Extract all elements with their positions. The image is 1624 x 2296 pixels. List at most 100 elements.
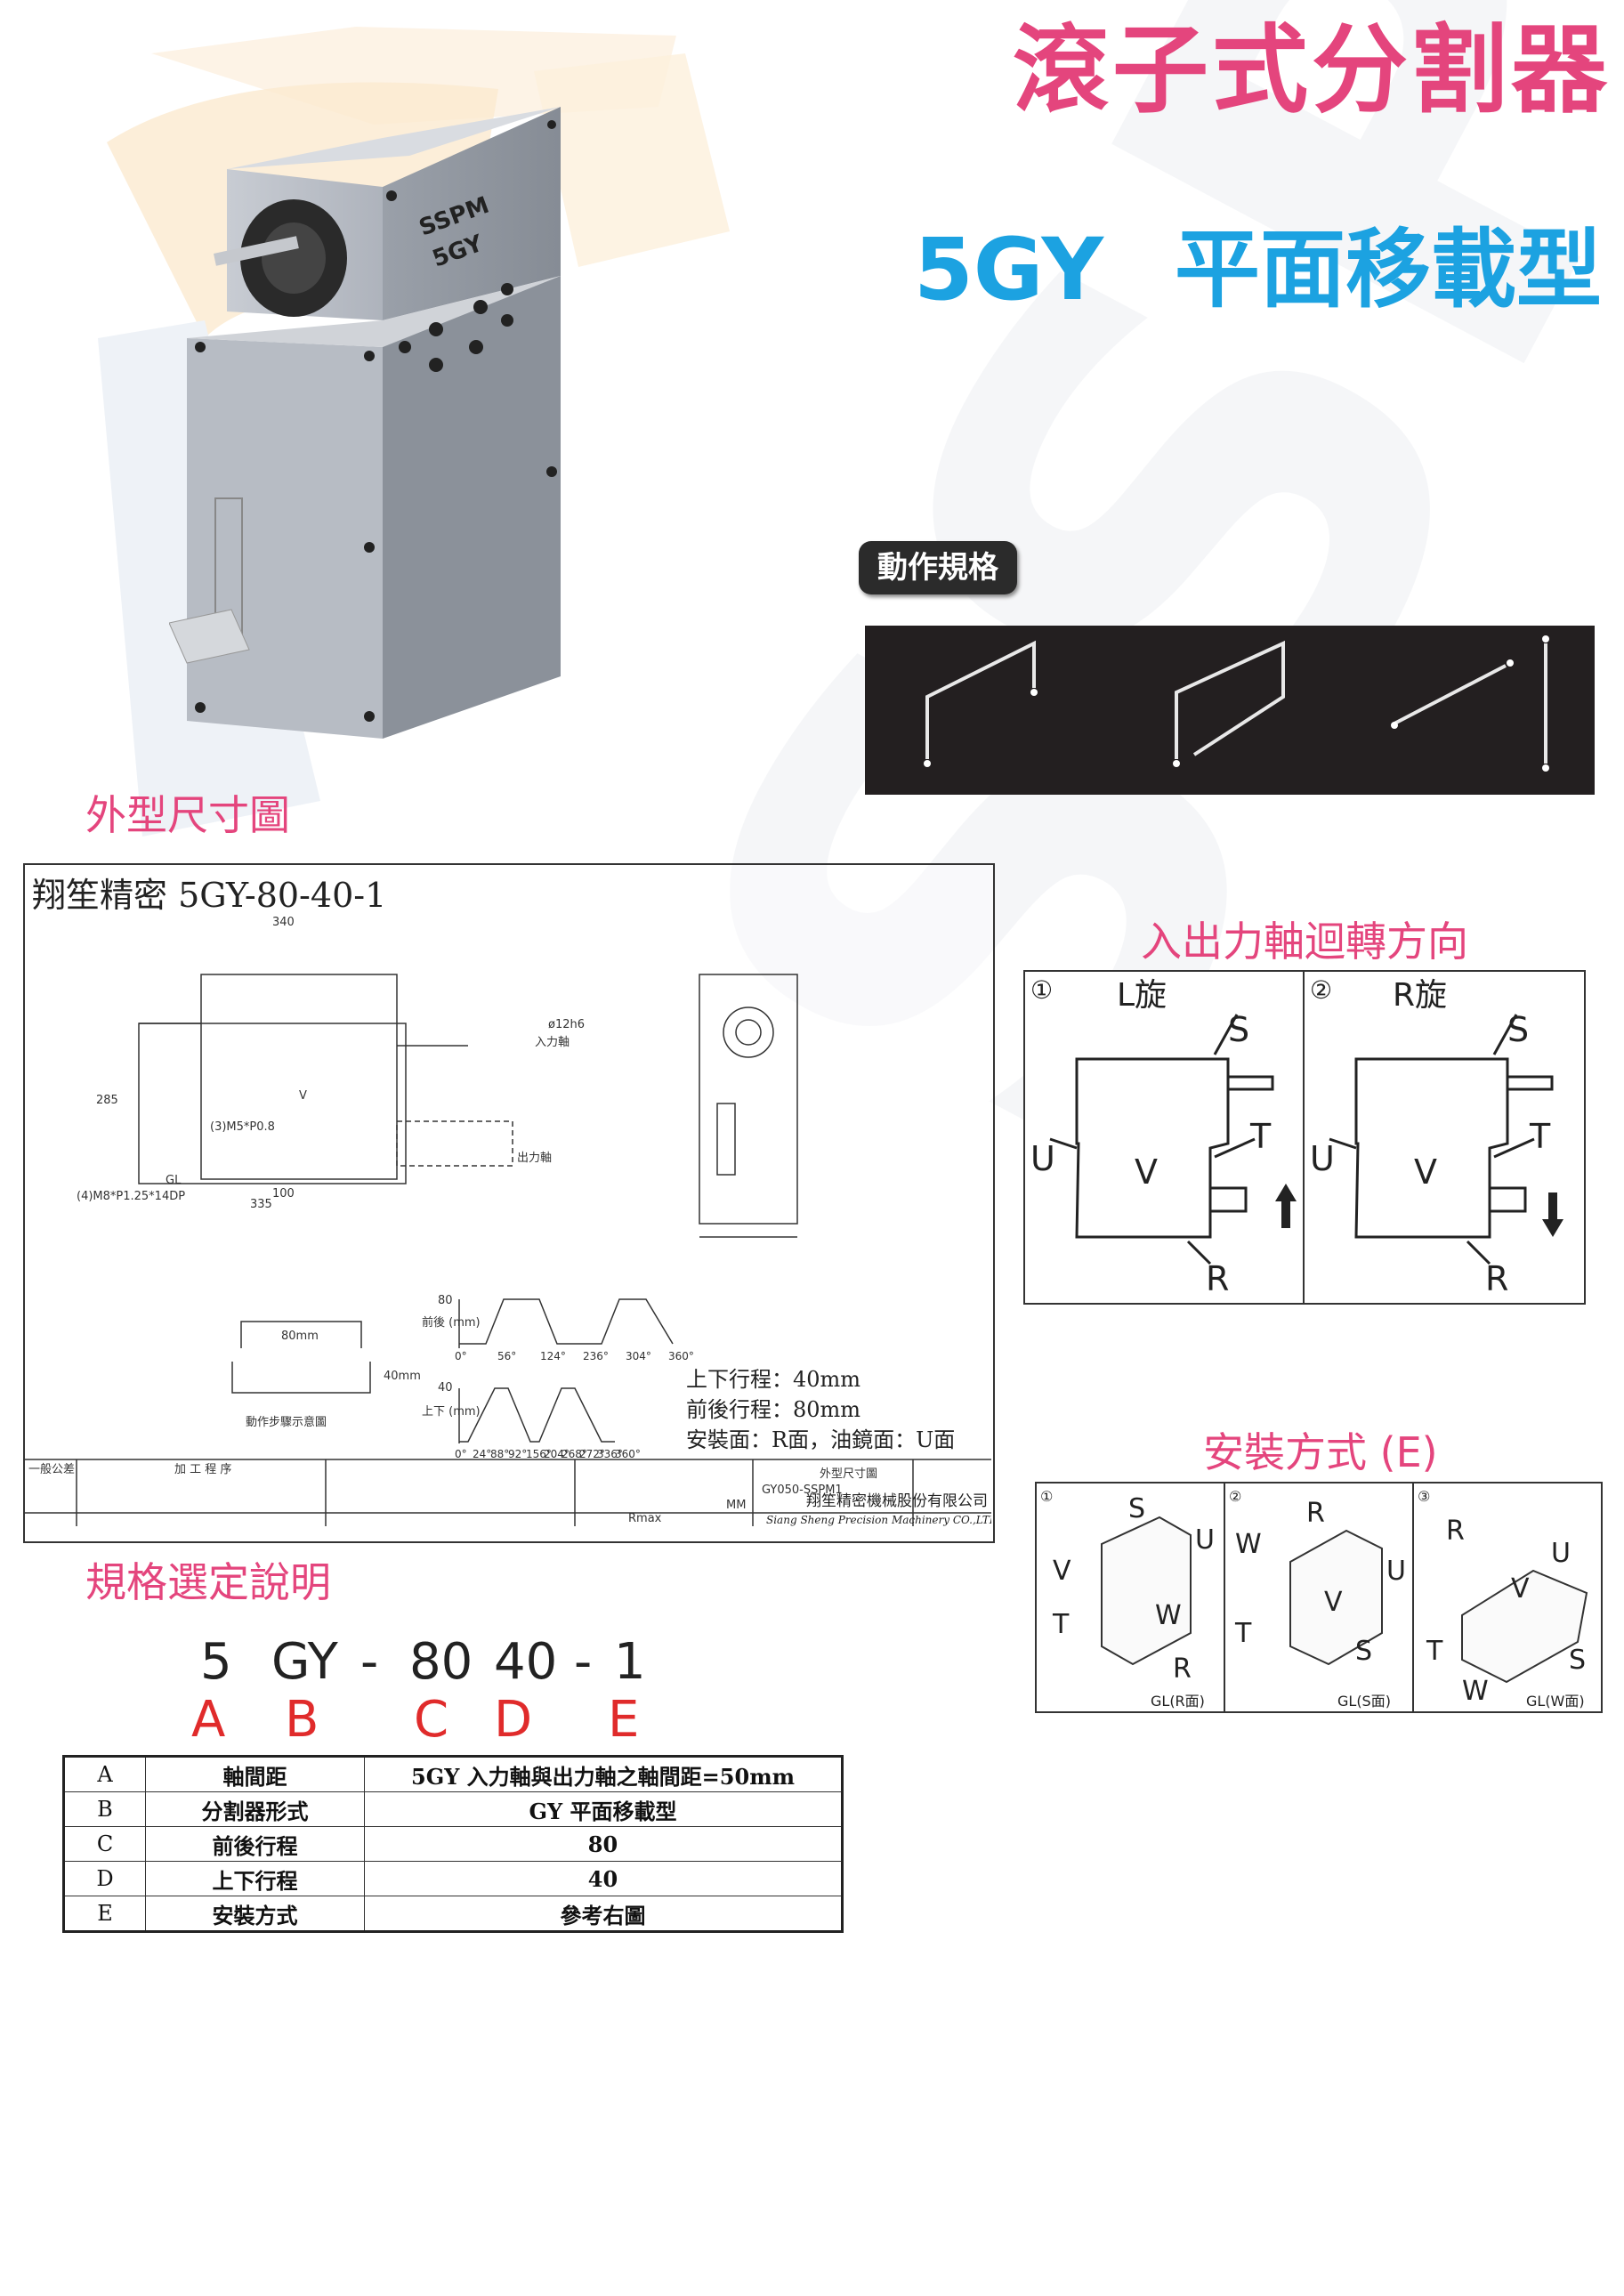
code-letter-c: C — [414, 1691, 449, 1749]
gl-label: GL — [166, 1174, 182, 1187]
face-s-right: S — [1507, 1010, 1529, 1049]
m1-face-r: R — [1173, 1653, 1192, 1685]
diagram-caption: 動作步驟示意圖 — [246, 1415, 327, 1429]
spec-cell-value: GY 平面移載型 — [364, 1791, 844, 1827]
rotation-diagrams: ① L旋 ② R旋 S T U V R S T U V R — [1030, 975, 1563, 1298]
shaft-diameter: ø12h6 — [548, 1018, 585, 1031]
type-name: 平面移載型 — [1175, 220, 1602, 319]
m2-face-t: T — [1234, 1618, 1252, 1649]
mounting-note: 安裝面：R面，油鏡面：U面 — [686, 1427, 955, 1452]
spec-cell-value: 5GY 入力軸與出力軸之軸間距=50mm — [364, 1755, 844, 1792]
ud-axis-label: 上下 (mm) — [422, 1405, 481, 1419]
outline-section-label: 外型尺寸圖 — [85, 791, 290, 839]
spec-cell-value: 80 — [364, 1826, 844, 1862]
model-code-row: 5 GY - 80 40 - 1 — [200, 1633, 699, 1695]
process-title: 加 工 程 序 — [174, 1463, 231, 1476]
action-spec-badge: 動作規格 — [859, 541, 1017, 594]
mounting-item1-caption: GL(R面) — [1151, 1693, 1205, 1710]
face-t-left: T — [1249, 1117, 1272, 1156]
mounting-item1-number: ① — [1040, 1488, 1053, 1505]
rotation-box2-label: R旋 — [1393, 977, 1447, 1014]
angle-tick-label: 204° — [544, 1448, 570, 1460]
angle-tick-label: 304° — [626, 1350, 651, 1362]
m1-face-t: T — [1052, 1609, 1070, 1640]
spec-cell-key: D — [62, 1861, 146, 1896]
output-shaft-label: 出力軸 — [517, 1152, 552, 1165]
spec-cell-item: 前後行程 — [145, 1826, 365, 1862]
face-v-right: V — [1414, 1152, 1437, 1192]
part-number: GY050-SSPM1 — [762, 1484, 843, 1497]
m1-face-v: V — [1053, 1556, 1071, 1587]
mounting-diagrams: ① ② ③ GL(R面) GL(S面) GL(W面) S U V T W R R… — [1035, 1482, 1603, 1713]
code-letter-d: D — [494, 1691, 533, 1749]
angle-tick-label: 56° — [497, 1350, 516, 1362]
fb-axis-label: 前後 (mm) — [422, 1315, 481, 1330]
company-name-en: Siang Sheng Precision Machinery CO.,LTD. — [766, 1514, 991, 1526]
code-segment-e: 1 — [614, 1633, 646, 1691]
thread-spec-1: (4)M8*P1.25*14DP — [77, 1190, 185, 1203]
input-shaft-label: 入力軸 — [535, 1036, 570, 1049]
angle-tick-label: 336° — [597, 1448, 623, 1460]
motion-paths — [924, 635, 1549, 772]
m3-face-t: T — [1426, 1636, 1443, 1667]
unit-label: MM — [726, 1499, 746, 1512]
code-dash-2: - — [574, 1633, 593, 1691]
m3-face-s: S — [1569, 1645, 1586, 1676]
v-face-label: V — [299, 1089, 307, 1103]
spec-cell-key: E — [62, 1896, 146, 1933]
drawing-title: 翔笙精密 5GY-80-40-1 — [32, 876, 387, 915]
dim-overall-width: 340 — [272, 916, 295, 929]
angle-tick-label: 268° — [562, 1448, 587, 1460]
m2-face-u: U — [1386, 1556, 1406, 1587]
model-code: 5GY — [914, 220, 1103, 319]
rotation-box1-label: L旋 — [1117, 977, 1167, 1014]
spec-cell-key: C — [62, 1826, 146, 1862]
rotation-box-right — [1303, 970, 1586, 1305]
mounting-item2-caption: GL(S面) — [1337, 1693, 1391, 1710]
code-segment-d: 40 — [494, 1633, 558, 1691]
mounting-item2-number: ② — [1229, 1488, 1241, 1505]
motion-diagram-panel — [865, 626, 1595, 795]
angle-tick-label: 0° — [455, 1350, 467, 1362]
face-v-left: V — [1135, 1152, 1158, 1192]
face-s-left: S — [1228, 1010, 1249, 1049]
company-name-cn: 翔笙精密機械股份有限公司 — [806, 1492, 988, 1510]
m3-face-v: V — [1511, 1573, 1530, 1605]
m1-face-u: U — [1195, 1524, 1215, 1556]
rotation-box2-number: ② — [1310, 975, 1332, 1005]
code-segment-a: 5 — [200, 1633, 232, 1691]
m2-face-r: R — [1306, 1498, 1325, 1529]
stroke-frontback: 前後行程：80mm — [686, 1397, 860, 1422]
spec-cell-key: A — [62, 1755, 146, 1792]
rotation-box1-number: ① — [1030, 975, 1053, 1005]
m3-face-w: W — [1462, 1676, 1489, 1707]
m1-face-w: W — [1155, 1600, 1182, 1631]
spec-cell-value: 參考右圖 — [364, 1896, 844, 1933]
m2-face-s: S — [1355, 1636, 1372, 1667]
part-name: 外型尺寸圖 — [820, 1467, 877, 1481]
angle-tick-label: 92° — [508, 1448, 527, 1460]
m2-face-v: V — [1324, 1587, 1343, 1618]
code-letter-row: A B C D E — [191, 1691, 690, 1753]
stroke-updown: 上下行程：40mm — [686, 1367, 860, 1392]
outline-drawing: 340 285 335 100 (4)M8*P1.25*14DP (3)M5*P… — [23, 916, 991, 1526]
code-segment-b: GY — [271, 1633, 338, 1691]
step-ud: 40mm — [384, 1370, 421, 1383]
rotation-box-left — [1023, 970, 1306, 1305]
ud-max: 40 — [438, 1381, 453, 1395]
selection-section-label: 規格選定說明 — [85, 1558, 331, 1606]
mounting-item3-number: ③ — [1418, 1488, 1430, 1505]
m3-face-u: U — [1551, 1538, 1571, 1569]
dim-center: 100 — [272, 1187, 295, 1201]
code-letter-e: E — [608, 1691, 640, 1749]
face-u-left: U — [1030, 1139, 1055, 1178]
spec-cell-item: 安裝方式 — [145, 1896, 365, 1933]
step-dim: 80mm — [281, 1330, 319, 1343]
angle-tick-label: 24° — [473, 1448, 491, 1460]
angle-tick-label: 360° — [668, 1350, 694, 1362]
